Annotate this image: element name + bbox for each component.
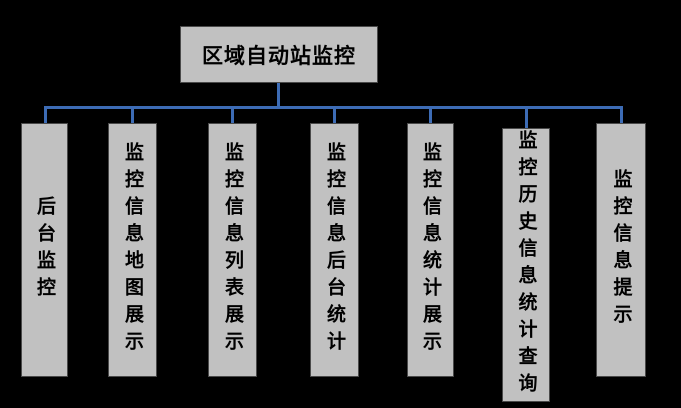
child-node-history-statistics-query: 监控历史信息统计查询	[502, 128, 550, 402]
child-node-label: 监控信息后台统计	[324, 142, 346, 358]
child-node-label: 监控信息列表展示	[222, 142, 244, 358]
child-node-label: 监控信息提示	[610, 169, 633, 331]
child-node-backend-monitoring: 后台监控	[21, 123, 68, 377]
child-node-map-display: 监控信息地图展示	[108, 123, 157, 377]
connector-drop-4	[333, 106, 336, 123]
child-node-backend-statistics: 监控信息后台统计	[310, 123, 359, 377]
child-node-statistics-display: 监控信息统计展示	[407, 123, 454, 377]
connector-drop-1	[44, 106, 47, 123]
connector-drop-5	[429, 106, 432, 123]
child-node-label: 后台监控	[34, 196, 56, 304]
root-node: 区域自动站监控	[180, 26, 378, 83]
connector-drop-2	[131, 106, 134, 123]
connector-drop-7	[620, 106, 623, 123]
child-node-label: 监控信息统计展示	[420, 142, 442, 358]
root-node-label: 区域自动站监控	[202, 42, 356, 68]
child-node-list-display: 监控信息列表展示	[208, 123, 257, 377]
connector-root-stem	[277, 83, 280, 107]
child-node-label: 监控历史信息统计查询	[515, 130, 538, 400]
child-node-label: 监控信息地图展示	[122, 142, 144, 358]
child-node-info-prompt: 监控信息提示	[596, 123, 646, 377]
connector-drop-6	[525, 106, 528, 128]
connector-drop-3	[231, 106, 234, 123]
